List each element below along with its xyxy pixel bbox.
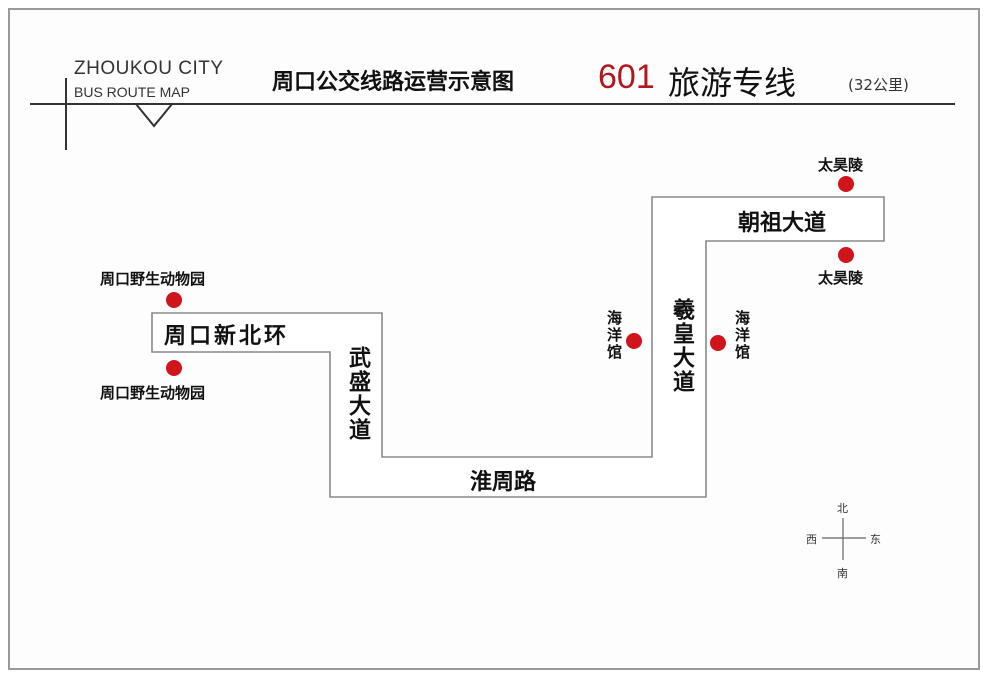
- header-rule: [30, 78, 955, 150]
- stop-zoo-bottom-marker[interactable]: [166, 360, 182, 376]
- compass-south: 南: [837, 567, 848, 580]
- stop-taihao-bottom-marker[interactable]: [838, 247, 854, 263]
- compass-north: 北: [837, 502, 848, 515]
- stop-taihao-top-label: 太昊陵: [818, 156, 864, 174]
- stop-taihao-top-marker[interactable]: [838, 176, 854, 192]
- compass-east: 东: [870, 533, 881, 546]
- route-length: (32公里): [848, 76, 909, 94]
- route-name: 旅游专线: [668, 64, 797, 102]
- stop-zoo-bottom-label: 周口野生动物园: [100, 384, 206, 402]
- road-north-ring: 周口新北环: [164, 324, 290, 349]
- stop-ocean-right-marker[interactable]: [710, 335, 726, 351]
- route-number: 601: [598, 58, 655, 96]
- road-wusheng: 武盛大道: [345, 346, 370, 442]
- stop-ocean-right-label: 海洋馆: [733, 310, 751, 361]
- route-path: [151, 196, 885, 498]
- stop-ocean-left-label: 海洋馆: [605, 310, 623, 361]
- compass-rose: [822, 518, 866, 560]
- page-title: 周口公交线路运营示意图: [272, 70, 515, 95]
- road-chaozu: 朝祖大道: [738, 211, 827, 236]
- map-name-en: BUS ROUTE MAP: [74, 84, 190, 100]
- city-name-en: ZHOUKOU CITY: [74, 58, 224, 79]
- stop-zoo-top-marker[interactable]: [166, 292, 182, 308]
- stop-taihao-bottom-label: 太昊陵: [818, 269, 864, 287]
- road-huaizhou: 淮周路: [470, 470, 537, 495]
- compass-west: 西: [806, 533, 817, 546]
- stop-ocean-left-marker[interactable]: [626, 333, 642, 349]
- road-xihuang: 羲皇大道: [669, 298, 694, 394]
- stop-zoo-top-label: 周口野生动物园: [100, 270, 206, 288]
